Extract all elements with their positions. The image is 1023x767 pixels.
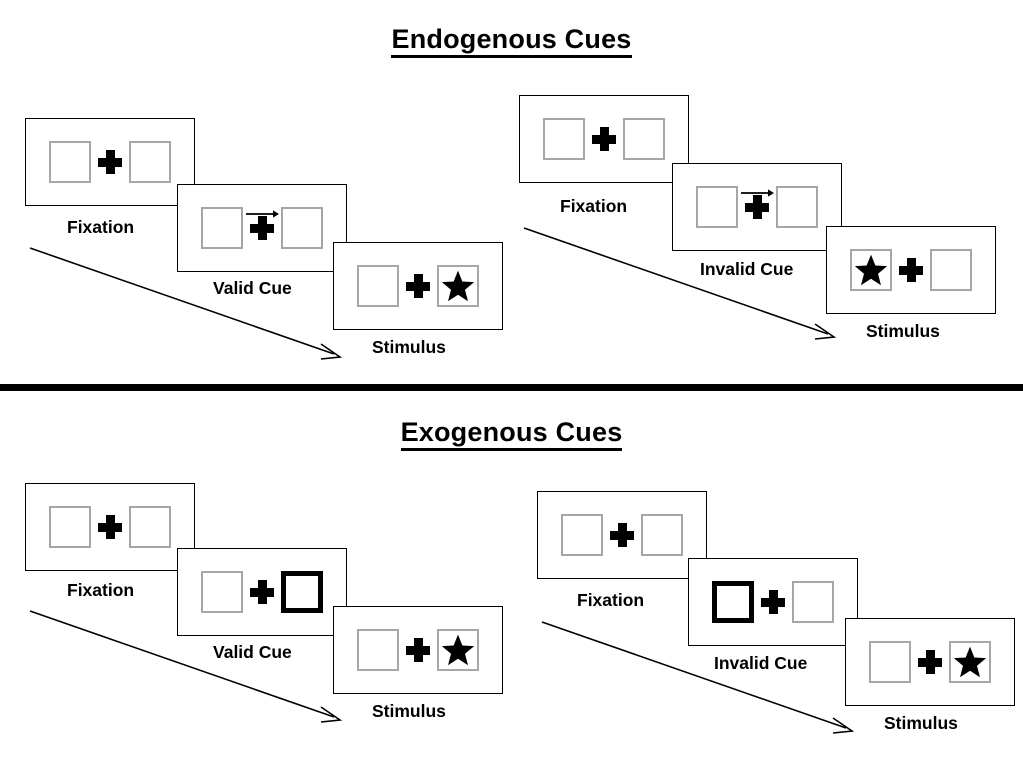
panel-content [49,141,171,183]
panel-content [850,249,972,291]
panel-endogenous-invalid-fixation [519,95,689,183]
panel-exogenous-valid-fixation [25,483,195,571]
left-box [49,506,91,548]
fixation-cross-icon [585,118,623,160]
left-box [561,514,603,556]
star-icon [441,634,475,666]
fixation-cross-icon [892,249,930,291]
right-box [281,207,323,249]
panel-content [561,514,683,556]
panel-content [696,186,818,228]
panel-label-endogenous-invalid-fixation: Fixation [560,196,628,216]
left-box [869,641,911,683]
section-title-exogenous: Exogenous Cues [0,417,1023,451]
section-title-endogenous: Endogenous Cues [0,24,1023,58]
right-box [930,249,972,291]
panel-content [543,118,665,160]
left-box [201,571,243,613]
panel-label-endogenous-valid-fixation: Fixation [67,217,135,237]
left-box [357,629,399,671]
right-box [949,641,991,683]
panel-exogenous-invalid-stimulus [845,618,1015,706]
arrow-right-icon [741,189,774,197]
panel-content [712,581,834,623]
star-icon [854,254,888,286]
fixation-cross-icon [399,265,437,307]
panel-label-endogenous-valid-cue: Valid Cue [213,278,292,298]
right-box [129,506,171,548]
panel-label-exogenous-valid-fixation: Fixation [67,580,135,600]
panel-content [869,641,991,683]
panel-exogenous-valid-cue [177,548,347,636]
panel-exogenous-invalid-cue [688,558,858,646]
right-box [776,186,818,228]
section-title-exogenous-text: Exogenous Cues [400,417,623,451]
panel-endogenous-valid-cue [177,184,347,272]
fixation-cross-icon [399,629,437,671]
panel-content [357,629,479,671]
panel-label-exogenous-invalid-stimulus: Stimulus [884,713,958,733]
fixation-cross-icon [754,581,792,623]
fixation-cross-icon [603,514,641,556]
panel-label-exogenous-invalid-cue: Invalid Cue [714,653,808,673]
left-box [696,186,738,228]
section-title-endogenous-text: Endogenous Cues [391,24,632,58]
left-box [357,265,399,307]
panel-endogenous-invalid-cue [672,163,842,251]
right-box [437,265,479,307]
left-box [201,207,243,249]
panel-endogenous-valid-stimulus [333,242,503,330]
right-box [641,514,683,556]
left-box-cued [712,581,754,623]
panel-endogenous-valid-fixation [25,118,195,206]
panel-content [49,506,171,548]
fixation-cross-icon [738,186,776,228]
fixation-cross-icon [243,207,281,249]
right-box-cued [281,571,323,613]
panel-content [357,265,479,307]
fixation-cross-icon [911,641,949,683]
left-box [850,249,892,291]
section-divider [0,384,1023,391]
right-box [792,581,834,623]
panel-content [201,207,323,249]
fixation-cross-icon [243,571,281,613]
fixation-cross-icon [91,141,129,183]
right-box [437,629,479,671]
star-icon [953,646,987,678]
panel-exogenous-valid-stimulus [333,606,503,694]
panel-content [201,571,323,613]
left-box [49,141,91,183]
star-icon [441,270,475,302]
panel-label-exogenous-invalid-fixation: Fixation [577,590,645,610]
panel-exogenous-invalid-fixation [537,491,707,579]
right-box [129,141,171,183]
right-box [623,118,665,160]
panel-label-exogenous-valid-cue: Valid Cue [213,642,292,662]
panel-label-endogenous-valid-stimulus: Stimulus [372,337,446,357]
arrow-right-icon [246,210,279,218]
left-box [543,118,585,160]
panel-label-endogenous-invalid-stimulus: Stimulus [866,321,940,341]
panel-endogenous-invalid-stimulus [826,226,996,314]
panel-label-exogenous-valid-stimulus: Stimulus [372,701,446,721]
panel-label-endogenous-invalid-cue: Invalid Cue [700,259,794,279]
fixation-cross-icon [91,506,129,548]
